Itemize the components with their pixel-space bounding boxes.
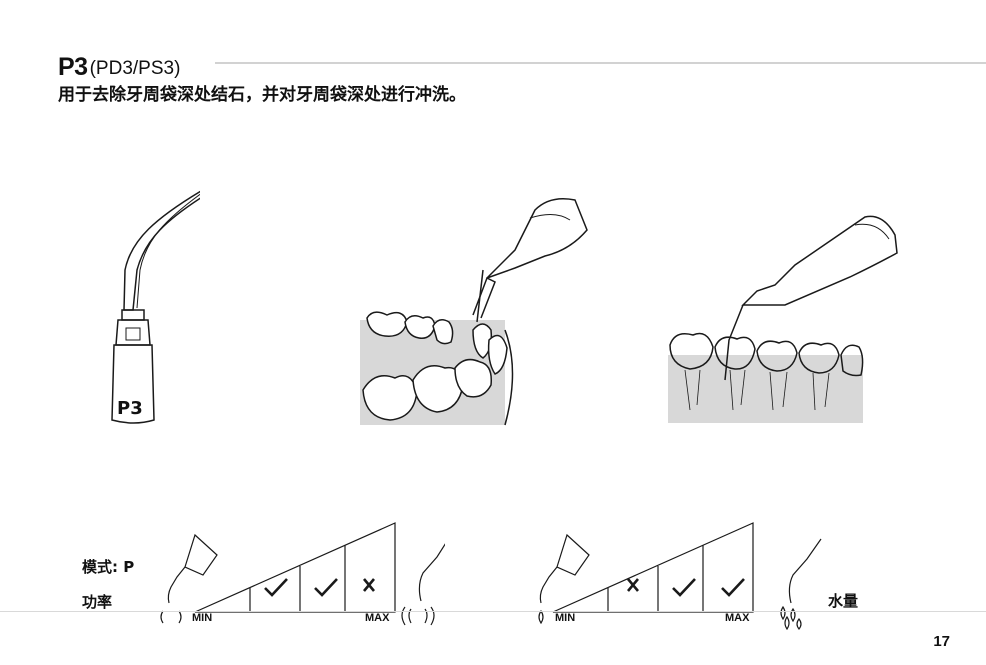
handpiece-icon-power-max: [401, 543, 445, 626]
handpiece-icon-power-min: [160, 533, 218, 624]
title-row: P3 (PD3/PS3): [58, 50, 180, 80]
handpiece-icon-water-min: [538, 533, 590, 625]
water-label: 水量: [828, 592, 859, 610]
water-mark-2: [672, 578, 696, 597]
power-mark-3: [363, 578, 375, 592]
water-min-label: MIN: [555, 612, 576, 624]
pocket-illustration: [668, 215, 898, 423]
water-max-label: MAX: [725, 612, 750, 624]
arch-illustration: [360, 198, 588, 426]
handpiece-icon-water-max: [780, 538, 822, 630]
title-divider: [215, 62, 986, 64]
power-min-label: MIN: [192, 612, 213, 624]
mode-label: 模式: P: [82, 558, 135, 576]
water-mark-1: [627, 578, 639, 592]
power-max-label: MAX: [365, 612, 390, 624]
scaler-tip-illustration: [111, 190, 200, 424]
page-subtitle: (PD3/PS3): [89, 58, 181, 79]
page-title: P3: [58, 53, 88, 81]
power-label: 功率: [82, 593, 113, 611]
water-gauge: [538, 522, 822, 630]
power-mark-2: [314, 578, 338, 597]
bottom-divider: [0, 611, 986, 612]
page-description: 用于去除牙周袋深处结石，并对牙周袋深处进行冲洗。: [58, 85, 466, 105]
page-number: 17: [933, 633, 950, 650]
power-mark-1: [264, 578, 288, 597]
tip-engraving: P3: [117, 398, 143, 419]
water-mark-3: [721, 578, 745, 597]
power-gauge: [160, 522, 445, 626]
